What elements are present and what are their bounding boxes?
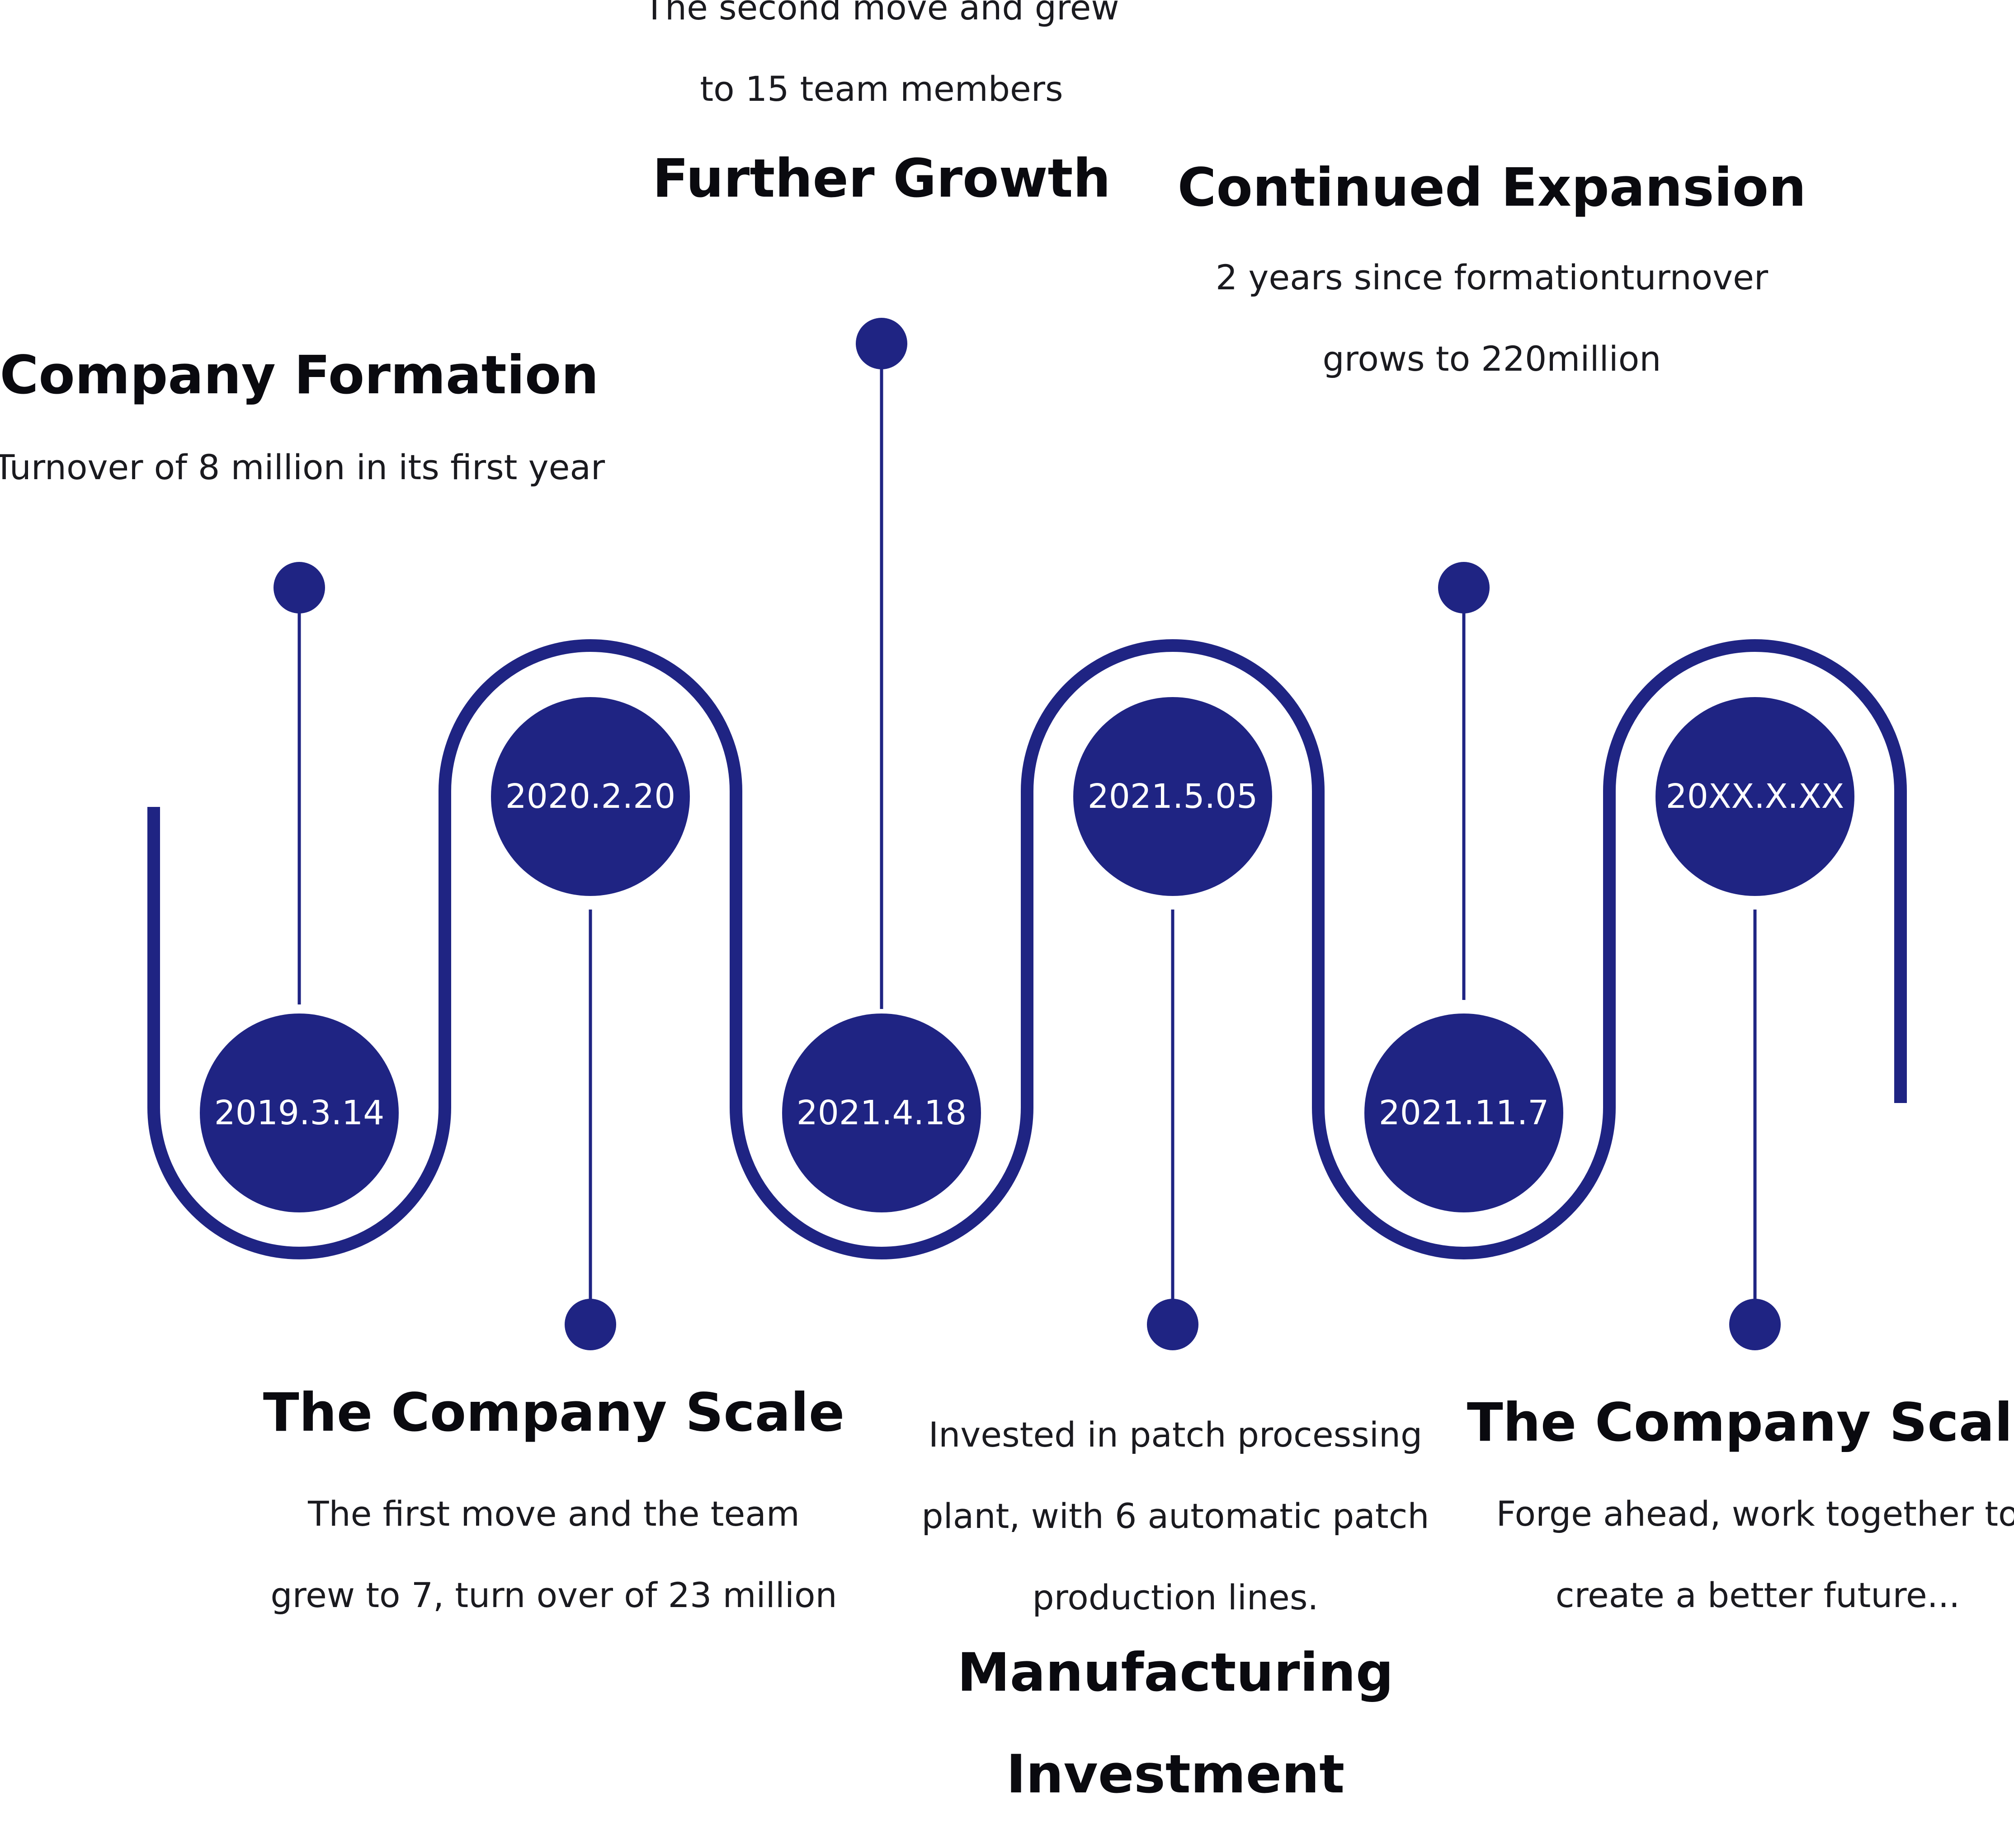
milestone-dot — [565, 1299, 616, 1350]
milestone-description: production lines. — [1032, 1577, 1318, 1617]
milestone-date-label: 2021.11.7 — [1379, 1094, 1549, 1132]
milestone-description: Forge ahead, work together to — [1496, 1494, 2014, 1534]
milestone-title: Manufacturing — [957, 1641, 1393, 1703]
milestone-date-circle — [782, 1014, 981, 1212]
milestone-dot — [856, 318, 907, 369]
milestone-date-circle — [1073, 697, 1272, 896]
wave-timeline-line — [147, 639, 1907, 1259]
milestone-date-label: 20XX.X.XX — [1666, 777, 1844, 816]
milestone-description: The first move and the team — [307, 1494, 800, 1534]
milestone-description: The second move and grew — [643, 0, 1119, 28]
milestone-date-label: 2021.4.18 — [797, 1094, 967, 1132]
milestone-date-circle — [1364, 1014, 1563, 1212]
milestone-title: Company Formation — [0, 344, 599, 406]
milestone-description: create a better future... — [1556, 1575, 1960, 1615]
milestone-dot — [1438, 562, 1490, 613]
milestone-description: 2 years since formationturnover — [1216, 257, 1769, 297]
milestone-description: grows to 220million — [1323, 339, 1661, 379]
milestone-dot — [1147, 1299, 1198, 1350]
milestone-date-circle — [1656, 697, 1854, 896]
milestone-date-circle — [491, 697, 690, 896]
milestone-dot — [1729, 1299, 1781, 1350]
milestone-3: 2021.4.18 Further Growth The second move a… — [643, 0, 1119, 1212]
milestone-description: grew to 7, turn over of 23 million — [270, 1575, 837, 1615]
milestone-title: The Company Scale — [263, 1381, 844, 1443]
milestone-5: 2021.11.7 Continued Expansion 2 years sinc… — [1178, 156, 1806, 1212]
milestone-description: Turnover of 8 million in its first year — [0, 447, 605, 487]
milestone-date-label: 2020.2.20 — [505, 777, 676, 816]
milestone-date-circle — [200, 1014, 399, 1212]
milestone-dot — [274, 562, 325, 613]
milestone-description: to 15 team members — [700, 69, 1063, 109]
milestone-description: plant, with 6 automatic patch — [921, 1496, 1429, 1536]
milestone-title: Continued Expansion — [1178, 156, 1806, 218]
milestone-description: Invested in patch processing — [929, 1414, 1423, 1455]
milestone-date-label: 2019.3.14 — [214, 1094, 385, 1132]
milestone-title: Investment — [1006, 1743, 1345, 1805]
milestone-title: The Company Scale — [1467, 1391, 2014, 1453]
milestone-title: Further Growth — [652, 147, 1111, 209]
milestone-date-label: 2021.5.05 — [1088, 777, 1258, 816]
